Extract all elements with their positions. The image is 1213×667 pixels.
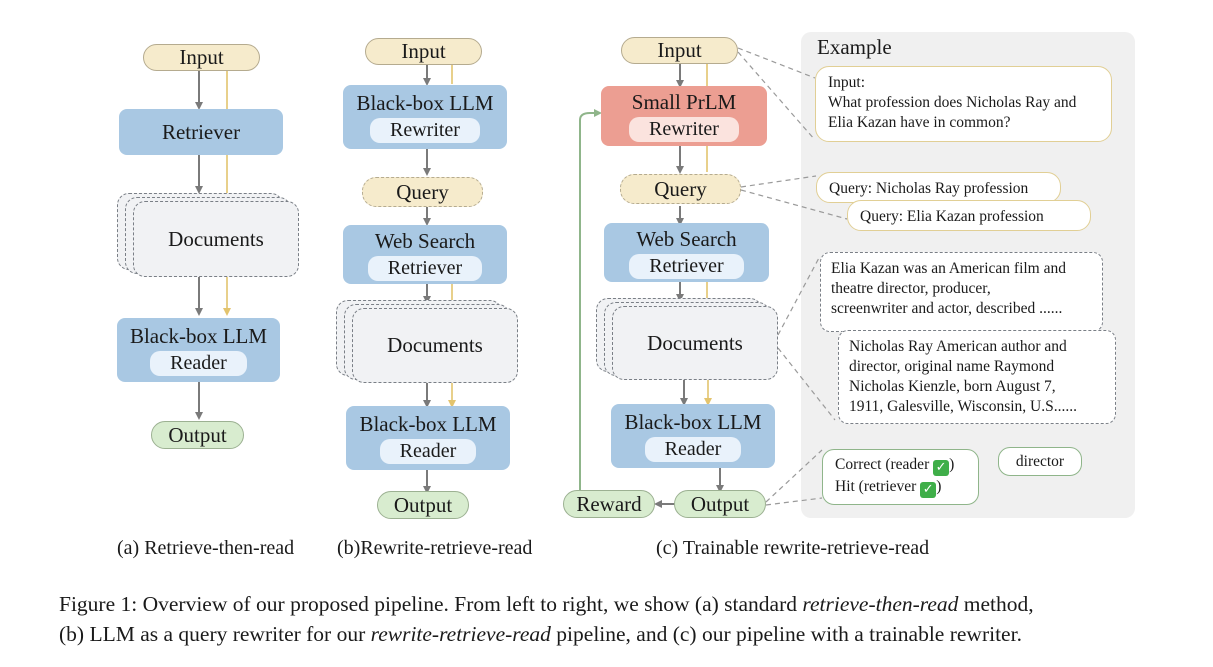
arrow-c-reward-rewriter — [568, 109, 602, 505]
a-reader-sub: Reader — [150, 351, 247, 376]
figcap-2-prefix: (b) LLM as a query rewriter for our — [59, 622, 371, 646]
example-query-2: Query: Elia Kazan profession — [847, 200, 1091, 231]
example-doc1-line-2: theatre director, producer, — [831, 280, 991, 297]
example-input-line-1: Input: — [828, 74, 866, 91]
example-doc2-line-2: director, original name Raymond — [849, 358, 1055, 375]
example-doc1-line-1: Elia Kazan was an American film and — [831, 260, 1066, 277]
c-input-node: Input — [621, 37, 738, 64]
example-doc-1: Elia Kazan was an American film and thea… — [820, 252, 1103, 332]
figcap-2-em: rewrite-retrieve-read — [370, 622, 551, 646]
a-reader-title: Black-box LLM — [129, 324, 268, 348]
figcap-2-suffix: pipeline, and (c) our pipeline with a tr… — [550, 622, 1022, 646]
example-input-line-2: What profession does Nicholas Ray and — [828, 94, 1077, 111]
example-doc2-line-1: Nicholas Ray American author and — [849, 338, 1067, 355]
example-doc2-line-3: Nicholas Kienzle, born August 7, — [849, 378, 1056, 395]
example-input-box: Input: What profession does Nicholas Ray… — [815, 66, 1112, 142]
b-rewriter-sub: Rewriter — [370, 118, 480, 143]
example-answer-box: director — [998, 447, 1082, 476]
figure-caption-line-2: (b) LLM as a query rewriter for our rewr… — [59, 619, 1022, 649]
b-search-title: Web Search — [374, 228, 476, 253]
c-reader-node: Black-box LLM Reader — [611, 404, 775, 468]
b-reader-sub: Reader — [379, 439, 477, 464]
figcap-1-suffix: method, — [958, 592, 1034, 616]
c-documents-label: Documents — [647, 330, 743, 355]
c-rewriter-title: Small PrLM — [631, 90, 737, 114]
example-doc1-line-3: screenwriter and actor, described ...... — [831, 300, 1063, 317]
example-metrics-box: Correct (reader ✓) Hit (retriever ✓) — [822, 449, 979, 505]
b-rewriter-node: Black-box LLM Rewriter — [343, 85, 507, 149]
example-doc-2: Nicholas Ray American author and directo… — [838, 330, 1116, 424]
a-retriever-node: Retriever — [119, 109, 283, 155]
c-query-node: Query — [620, 174, 741, 204]
c-search-node: Web Search Retriever — [604, 223, 769, 282]
example-input-line-3: Elia Kazan have in common? — [828, 114, 1011, 131]
c-rewriter-node: Small PrLM Rewriter — [601, 86, 767, 146]
caption-c: (c) Trainable rewrite-retrieve-read — [656, 537, 930, 559]
check-icon: ✓ — [933, 460, 950, 476]
example-doc2-line-4: 1911, Galesville, Wisconsin, U.S...... — [849, 398, 1077, 415]
a-input-node: Input — [143, 44, 260, 71]
c-documents-node: Documents — [612, 306, 778, 380]
c-search-title: Web Search — [636, 226, 737, 251]
b-documents-label: Documents — [387, 333, 483, 357]
figcap-1-prefix: Figure 1: Overview of our proposed pipel… — [59, 592, 803, 616]
b-output-node: Output — [377, 491, 469, 519]
b-search-sub: Retriever — [367, 255, 483, 281]
example-leaders — [737, 47, 848, 506]
example-title: Example — [817, 35, 892, 59]
c-output-node: Output — [674, 490, 766, 518]
example-hit-row: Hit (retriever ✓) — [835, 478, 942, 498]
b-reader-title: Black-box LLM — [359, 412, 497, 436]
figcap-1-em: retrieve-then-read — [802, 592, 959, 616]
a-output-node: Output — [151, 421, 244, 449]
b-documents-node: Documents — [352, 308, 518, 383]
a-retriever-label: Retriever — [161, 119, 241, 144]
caption-b: (b)Rewrite-retrieve-read — [337, 537, 533, 559]
b-rewriter-title: Black-box LLM — [356, 91, 494, 115]
b-query-node: Query — [362, 177, 483, 207]
example-query-1: Query: Nicholas Ray profession — [816, 172, 1061, 203]
example-hit-label: Hit (retriever — [835, 478, 917, 495]
a-documents-node: Documents — [133, 201, 299, 277]
a-reader-node: Black-box LLM Reader — [117, 318, 280, 382]
b-input-node: Input — [365, 38, 482, 65]
caption-a: (a) Retrieve-then-read — [117, 537, 295, 559]
c-reader-sub: Reader — [644, 437, 742, 462]
a-documents-label: Documents — [168, 226, 264, 251]
c-reward-node: Reward — [563, 490, 655, 518]
example-correct-row: Correct (reader ✓) — [835, 456, 955, 476]
example-correct-label: Correct (reader — [835, 456, 930, 473]
b-reader-node: Black-box LLM Reader — [346, 406, 510, 470]
b-search-node: Web Search Retriever — [343, 225, 507, 284]
c-search-sub: Retriever — [629, 253, 744, 279]
check-icon: ✓ — [920, 482, 937, 498]
figure-caption-line-1: Figure 1: Overview of our proposed pipel… — [59, 589, 1034, 619]
c-rewriter-sub: Rewriter — [629, 117, 739, 142]
c-reader-title: Black-box LLM — [624, 410, 762, 434]
